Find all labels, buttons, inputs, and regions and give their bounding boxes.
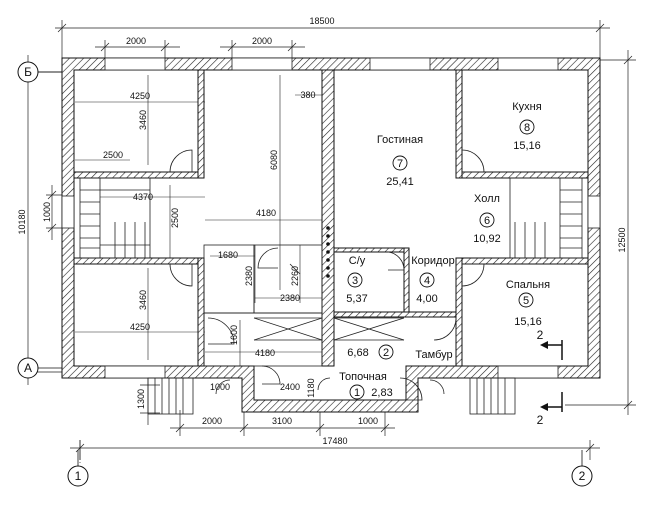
dim-bottom-3100: 3100 xyxy=(272,416,292,426)
dim-4370: 4370 xyxy=(133,192,153,202)
room-boiler-number: 1 xyxy=(354,387,360,399)
dim-2380-v: 2380 xyxy=(244,266,254,286)
partitions xyxy=(203,244,405,367)
axis-label-a: А xyxy=(24,361,32,375)
room-hall-name: Холл xyxy=(474,193,500,205)
dim-overall-bottom: 17480 xyxy=(322,436,347,446)
dim-380: 380 xyxy=(300,90,315,100)
room-hall-area: 10,92 xyxy=(473,233,501,245)
room-corridor-area: 4,00 xyxy=(416,293,437,305)
stairs-right xyxy=(509,177,583,259)
dim-1000-porch: 1000 xyxy=(210,382,230,392)
dim-top-window-mid: 2000 xyxy=(252,36,272,46)
axis-label-1: 1 xyxy=(75,469,82,483)
axis-leaders xyxy=(38,71,583,466)
dim-4250-top: 4250 xyxy=(130,91,150,101)
dim-1600: 1600 xyxy=(229,325,239,345)
dim-top-window-left: 2000 xyxy=(126,36,146,46)
dim-3460-bottom: 3460 xyxy=(138,290,148,310)
dim-1680: 1680 xyxy=(218,250,238,260)
room-living-name: Гостиная xyxy=(377,134,423,146)
room-bath-number: 3 xyxy=(352,275,358,287)
room-vestibule-area: 6,68 xyxy=(347,347,368,359)
porches xyxy=(147,377,516,415)
room-number-circles xyxy=(347,119,535,400)
room-hall-number: 6 xyxy=(484,215,490,227)
stairs-left xyxy=(79,177,151,259)
dim-4250-bottom: 4250 xyxy=(130,322,150,332)
room-bath-name: С/у xyxy=(349,255,366,267)
room-kitchen-number: 8 xyxy=(524,122,530,134)
dim-1000-left: 1000 xyxy=(42,202,52,222)
room-corridor-name: Коридор xyxy=(411,255,454,267)
room-bath-area: 5,37 xyxy=(346,293,367,305)
dim-bottom-1000: 1000 xyxy=(358,416,378,426)
dim-4180-bottom: 4180 xyxy=(255,348,275,358)
dim-3460-top: 3460 xyxy=(138,110,148,130)
axis-label-b: Б xyxy=(24,65,32,79)
room-vestibule-name: Тамбур xyxy=(415,349,452,361)
dim-2260: 2260 xyxy=(290,266,300,286)
room-vestibule-number: 2 xyxy=(383,347,389,359)
column-markers xyxy=(326,226,330,278)
dim-overall-left: 10180 xyxy=(17,209,27,234)
windows xyxy=(61,57,601,379)
dim-1300: 1300 xyxy=(136,389,146,409)
dim-2400: 2400 xyxy=(280,382,300,392)
dim-overall-top: 18500 xyxy=(309,16,334,26)
axis-label-2: 2 xyxy=(579,469,586,483)
room-bedroom-number: 5 xyxy=(523,295,529,307)
room-kitchen-name: Кухня xyxy=(512,101,541,113)
section-label-bottom: 2 xyxy=(537,413,544,427)
room-bedroom-area: 15,16 xyxy=(514,316,542,328)
room-boiler-area: 2,83 xyxy=(371,387,392,399)
doors xyxy=(169,149,485,401)
room-kitchen-area: 15,16 xyxy=(513,140,541,152)
axis-circles xyxy=(17,61,593,487)
room-corridor-number: 4 xyxy=(424,275,430,287)
dim-bottom-2000: 2000 xyxy=(202,416,222,426)
dim-2380-h: 2380 xyxy=(280,293,300,303)
section-label-top: 2 xyxy=(537,328,544,342)
section-arrows xyxy=(540,341,548,411)
dim-6080: 6080 xyxy=(269,150,279,170)
dim-2500-v: 2500 xyxy=(170,208,180,228)
dim-1180: 1180 xyxy=(306,378,316,397)
room-living-number: 7 xyxy=(397,158,403,170)
room-living-area: 25,41 xyxy=(386,176,414,188)
dim-4180-top: 4180 xyxy=(256,208,276,218)
room-boiler-name: Топочная xyxy=(339,371,387,383)
interior-dimensions xyxy=(75,75,330,368)
dim-2500-stair: 2500 xyxy=(103,150,123,160)
room-bedroom-name: Спальня xyxy=(506,279,550,291)
dim-overall-right: 12500 xyxy=(617,227,627,252)
